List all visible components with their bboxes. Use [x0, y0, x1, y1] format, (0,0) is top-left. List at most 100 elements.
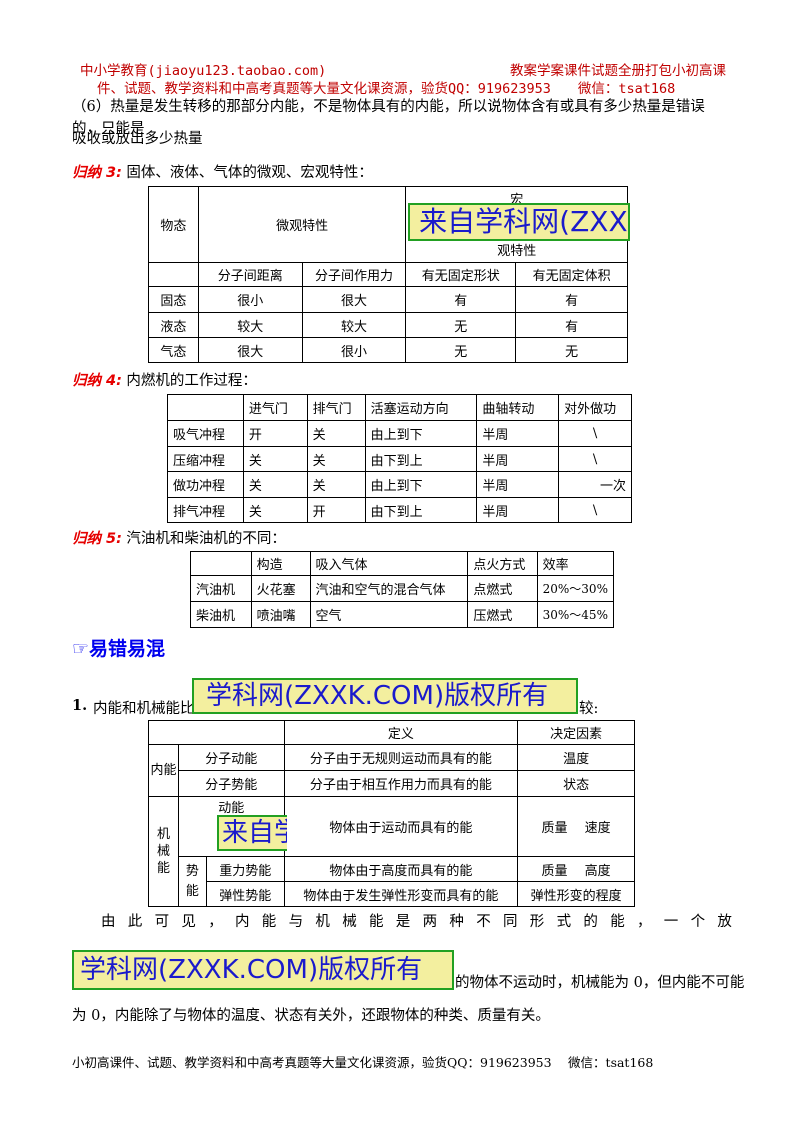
- watermark-stamp: 来自学科网(ZXX: [408, 203, 631, 241]
- kinetic-cell: 动能 来自学: [177, 796, 287, 857]
- table-row: 液态 较大 较大 无 有: [148, 312, 628, 338]
- guina4-heading: 归纳 4: 内燃机的工作过程：: [72, 369, 257, 390]
- table-row: 机械能 动能 来自学 物体由于运动而具有的能 质量 速度: [148, 796, 635, 907]
- cell: 做功冲程: [167, 471, 244, 498]
- cell: 温度: [517, 744, 635, 771]
- cell: \: [558, 497, 632, 523]
- cell: 喷油嘴: [250, 601, 311, 628]
- cell: 点燃式: [467, 575, 538, 602]
- sub-header: 分子间作用力: [301, 262, 407, 287]
- guina4-label: 归纳 4:: [72, 373, 122, 389]
- item1-prefix: 内能和机械能比: [93, 701, 195, 717]
- shi-label: 势能: [177, 856, 207, 907]
- header-cell: 进气门: [242, 394, 308, 421]
- cell: 半周: [476, 471, 560, 498]
- table-row: 弹性势能 物体由于发生弹性形变而具有的能 弹性形变的程度: [149, 881, 635, 907]
- cell: 由上到下: [364, 471, 478, 498]
- state-properties-table: 物态 微观特性 宏 来自学科网(ZXX 观特性 分子间距离 分子间作用力 有无固…: [148, 186, 631, 363]
- cell: 半周: [476, 446, 560, 472]
- header-left: 中小学教育(jiaoyu123.taobao.com): [80, 63, 327, 79]
- cell: 20%～30%: [536, 575, 615, 602]
- cell: 物体由于运动而具有的能: [283, 796, 519, 857]
- guina4-title: 内燃机的工作过程：: [126, 373, 257, 389]
- cell: 半周: [476, 420, 560, 447]
- engine-stroke-table: 进气门 排气门 活塞运动方向 曲轴转动 对外做功 吸气冲程 开 关 由上到下 半…: [167, 394, 632, 523]
- header-macro-bottom: 观特性: [497, 244, 537, 259]
- watermark-stamp: 学科网(ZXXK.COM)版权所有: [192, 678, 578, 714]
- cell: 弹性形变的程度: [517, 881, 635, 907]
- table-row: 固态 很小 很大 有 有: [148, 286, 628, 313]
- header-cell: 构造: [250, 551, 311, 576]
- table-row: 排气冲程 关 开 由下到上 半周 \: [167, 497, 632, 523]
- header-cell: 对外做功: [558, 394, 632, 421]
- para6-line1: （6）热量是发生转移的那部分内能，不是物体具有的内能，所以说物体含有或具有多少热…: [72, 99, 705, 137]
- cell: 30%～45%: [536, 601, 615, 628]
- guina5-title: 汽油机和柴油机的不同：: [126, 531, 286, 547]
- sub-header: 分子间距离: [197, 262, 303, 287]
- energy-compare-table: 定义 决定因素 内能 分子动能 分子由于无规则运动而具有的能 温度 分子势能 分…: [148, 720, 635, 907]
- cell: 开: [242, 420, 308, 447]
- footer: 小初高课件、试题、教学资料和中高考真题等大量文化课资源，验货QQ：9196239…: [72, 1055, 654, 1070]
- table-row: 吸气冲程 开 关 由上到下 半周 \: [167, 420, 632, 447]
- cell: 质量 高度: [517, 856, 635, 882]
- table-row: 做功冲程 关 关 由上到下 半周 一次: [167, 471, 632, 498]
- kinetic-label: 动能: [218, 801, 245, 816]
- neng-label: 内能: [148, 744, 179, 797]
- cell: 状态: [517, 770, 635, 797]
- cell: 吸气冲程: [167, 420, 244, 447]
- header-blank: [190, 551, 252, 576]
- cell: 分子由于相互作用力而具有的能: [283, 770, 519, 797]
- cell: 重力势能: [205, 856, 285, 882]
- conclusion-line3: 为 0，内能除了与物体的温度、状态有关外，还跟物体的种类、质量有关。: [72, 1008, 550, 1024]
- table-row: 势能 重力势能 物体由于高度而具有的能 质量 高度: [149, 856, 635, 907]
- header-cell: 吸入气体: [309, 551, 469, 576]
- cell: 有: [515, 286, 628, 313]
- cell: 很小: [301, 337, 407, 363]
- cell: 弹性势能: [205, 881, 285, 907]
- item1-number: 1.: [72, 697, 87, 714]
- cell: 一次: [558, 471, 632, 498]
- para6-line2: 吸收或放出多少热量: [72, 131, 203, 147]
- cell: 有: [405, 286, 517, 313]
- section-heading: ☞易错易混: [72, 634, 165, 661]
- cell: 液态: [148, 312, 199, 338]
- header-blank: [148, 720, 285, 745]
- cell: 汽油和空气的混合气体: [309, 575, 469, 602]
- cell: 压燃式: [467, 601, 538, 628]
- header-definition: 定义: [283, 720, 519, 745]
- cell: 空气: [309, 601, 469, 628]
- sub-header: 有无固定形状: [405, 262, 517, 287]
- header-cell: 效率: [536, 551, 615, 576]
- cell: 较大: [301, 312, 407, 338]
- guina3-title: 固体、液体、气体的微观、宏观特性：: [126, 165, 373, 181]
- cell: 很小: [197, 286, 303, 313]
- cell: 压缩冲程: [167, 446, 244, 472]
- cell: 关: [242, 446, 308, 472]
- table-row: 汽油机 火花塞 汽油和空气的混合气体 点燃式 20%～30%: [190, 575, 615, 602]
- header-cell: 活塞运动方向: [364, 394, 478, 421]
- cell: 质量 速度: [517, 796, 635, 857]
- cell: 无: [405, 312, 517, 338]
- sub-blank: [148, 262, 199, 287]
- cell: 排气冲程: [167, 497, 244, 523]
- cell: 关: [306, 420, 366, 447]
- guina3-label: 归纳 3:: [72, 165, 122, 181]
- cell: 关: [306, 471, 366, 498]
- table-row: 气态 很大 很小 无 无: [148, 337, 628, 363]
- cell: 半周: [476, 497, 560, 523]
- item1-number-text: 1.: [72, 697, 88, 714]
- cell: 气态: [148, 337, 199, 363]
- cell: 分子动能: [177, 744, 285, 771]
- section-title: 易错易混: [89, 638, 166, 660]
- header-cell: 排气门: [306, 394, 366, 421]
- sub-header: 有无固定体积: [515, 262, 628, 287]
- header-cell: 曲轴转动: [476, 394, 560, 421]
- cell: 较大: [197, 312, 303, 338]
- cell: 由下到上: [364, 446, 478, 472]
- header-factor: 决定因素: [517, 720, 635, 745]
- conclusion-line2: 的物体不运动时，机械能为 0，但内能不可能: [455, 975, 745, 991]
- cell: 开: [306, 497, 366, 523]
- cell: 由下到上: [364, 497, 478, 523]
- table-row: 柴油机 喷油嘴 空气 压燃式 30%～45%: [190, 601, 615, 628]
- cell: 关: [242, 497, 308, 523]
